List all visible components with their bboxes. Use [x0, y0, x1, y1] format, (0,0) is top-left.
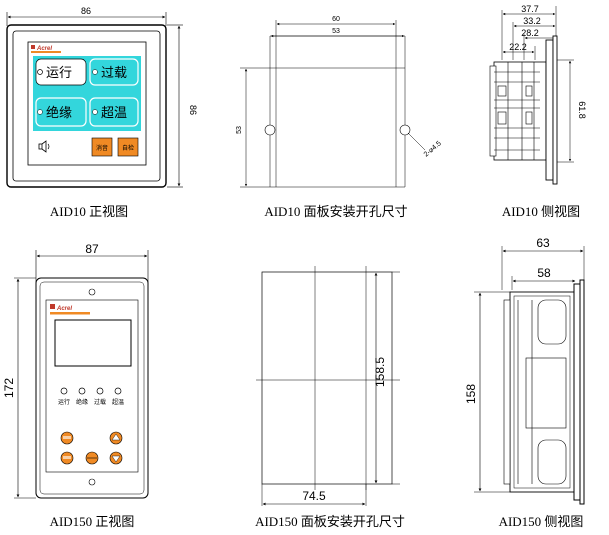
- mute-label: 消音: [96, 144, 108, 152]
- aid150-cutout-view: 158.5 74.5: [256, 266, 400, 506]
- selftest-label: 自检: [122, 144, 134, 152]
- bottom-screw: [88, 478, 96, 486]
- insulation-label: 绝缘: [46, 105, 72, 121]
- aid150-brand-logo: Acrel: [56, 306, 72, 312]
- caption-aid10-side: AID10 侧视图: [502, 204, 580, 219]
- indicator-led-insulation: [78, 387, 86, 395]
- aid150-cutout-rect: [261, 271, 393, 485]
- height-dimension-label: 86: [188, 105, 198, 115]
- selftest-button[interactable]: [117, 137, 139, 157]
- aid150-cutout-width-label: 74.5: [302, 489, 326, 503]
- aid150-front-view: 87 172 Acrel 运行 绝缘 过载 超温: [2, 242, 149, 499]
- hole-spacing-label: 53: [332, 28, 340, 35]
- aid150-display: [54, 319, 132, 367]
- aid150-side-depth-label: 63: [536, 236, 550, 250]
- overload-indicator-button[interactable]: [89, 58, 139, 86]
- caption-aid150-front: AID150 正视图: [50, 514, 135, 529]
- side-depth-label-4: 22.2: [509, 42, 527, 52]
- aid10-brand-logo: Acrel: [36, 46, 52, 52]
- mounting-hole-right: [399, 124, 411, 136]
- caption-aid10-front: AID10 正视图: [50, 204, 128, 219]
- aid150-cutout-height-label: 158.5: [373, 357, 387, 387]
- side-depth-label-2: 33.2: [523, 16, 541, 26]
- cutout-width-label: 60: [332, 16, 340, 23]
- aid150-side-body: [509, 291, 575, 493]
- aid150-side-inner-label: 58: [537, 266, 551, 280]
- top-screw: [88, 288, 96, 296]
- side-body: [493, 61, 547, 161]
- aid150-height-label: 172: [2, 378, 16, 398]
- indicator-label-run: 运行: [58, 398, 70, 406]
- caption-aid150-cutout: AID150 面板安装开孔尺寸: [255, 514, 405, 529]
- indicator-label-overload: 过载: [94, 398, 106, 406]
- run-label: 运行: [46, 66, 72, 81]
- aid10-cutout-view: 60 53 53 2-⌀4.5: [236, 16, 443, 188]
- arrow-up-icon: [111, 433, 121, 441]
- aid150-width-label: 87: [85, 242, 99, 256]
- width-dimension-label: 86: [81, 6, 91, 16]
- indicator-label-overtemp: 超温: [112, 398, 124, 406]
- side-depth-label-1: 37.7: [521, 4, 539, 14]
- aid150-side-bezel: [573, 283, 581, 501]
- indicator-label-insulation: 绝缘: [76, 398, 88, 406]
- cutout-height-label: 53: [236, 126, 243, 134]
- run-indicator-button[interactable]: [35, 58, 87, 86]
- overload-label: 过载: [101, 66, 127, 81]
- arrow-down-icon: [111, 455, 121, 463]
- mounting-hole-left: [264, 124, 276, 136]
- indicator-led-overtemp: [114, 387, 122, 395]
- mute-button[interactable]: [91, 137, 113, 157]
- indicator-led-overload: [96, 387, 104, 395]
- aid10-side-view: 37.7 33.2 28.2 22.2 61.8: [489, 4, 587, 185]
- caption-aid10-cutout: AID10 面板安装开孔尺寸: [264, 204, 407, 219]
- side-bezel: [545, 39, 554, 181]
- hole-leader-line: [407, 132, 426, 151]
- caption-aid150-side: AID150 侧视图: [499, 514, 584, 529]
- insulation-indicator-button[interactable]: [35, 97, 87, 127]
- indicator-led-run: [60, 387, 68, 395]
- aid10-front-view: 86 86 Acrel 运行 过载 绝缘 超温: [6, 6, 198, 188]
- speaker-icon: [38, 140, 50, 153]
- aid150-side-height-label: 158: [464, 384, 478, 404]
- aid150-side-view: 63 58 158: [464, 236, 585, 505]
- overtemp-indicator-button[interactable]: [89, 97, 139, 127]
- overtemp-label: 超温: [101, 106, 127, 121]
- side-height-label: 61.8: [577, 101, 587, 119]
- side-depth-label-3: 28.2: [521, 28, 539, 38]
- hole-dimension-label: 2-⌀4.5: [423, 140, 443, 158]
